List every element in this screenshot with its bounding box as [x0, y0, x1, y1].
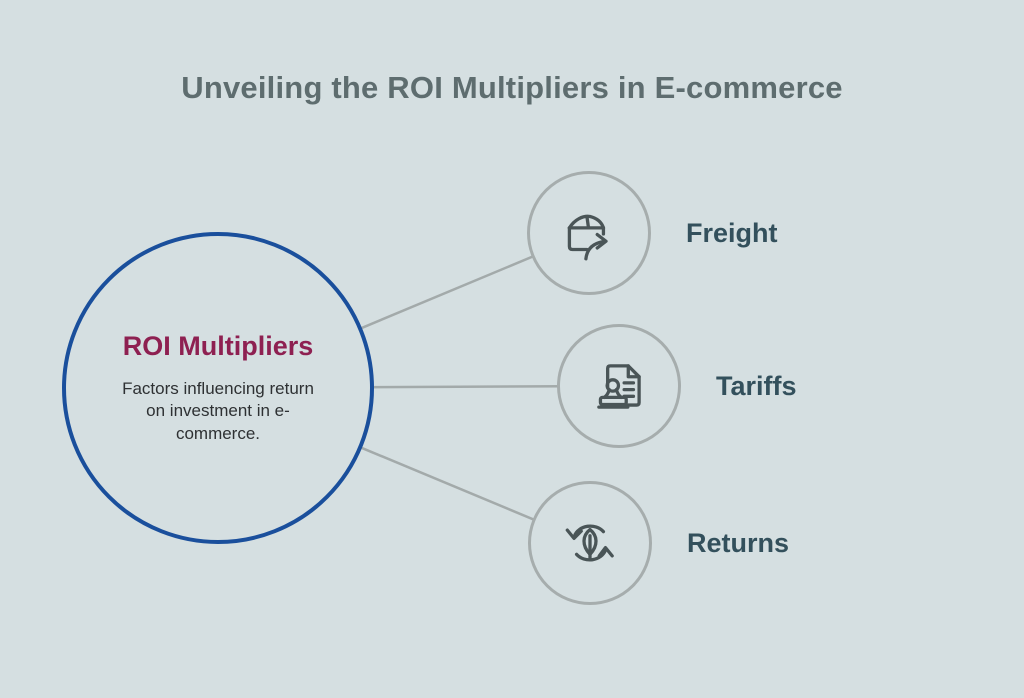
leaf-cycle-icon [565, 524, 614, 562]
node-tariffs [557, 324, 681, 448]
package-dispatch-icon [567, 214, 608, 261]
center-node: ROI Multipliers Factors influencing retu… [62, 232, 374, 544]
node-returns [528, 481, 652, 605]
node-freight [527, 171, 651, 295]
page-title: Unveiling the ROI Multipliers in E-comme… [181, 70, 843, 105]
stamped-document-icon [597, 364, 641, 409]
node-label-tariffs: Tariffs [716, 371, 797, 401]
center-node-heading: ROI Multipliers [122, 330, 314, 361]
center-node-description: Factors influencing return on investment… [122, 378, 314, 443]
node-label-returns: Returns [687, 528, 790, 558]
node-label-freight: Freight [686, 218, 778, 248]
